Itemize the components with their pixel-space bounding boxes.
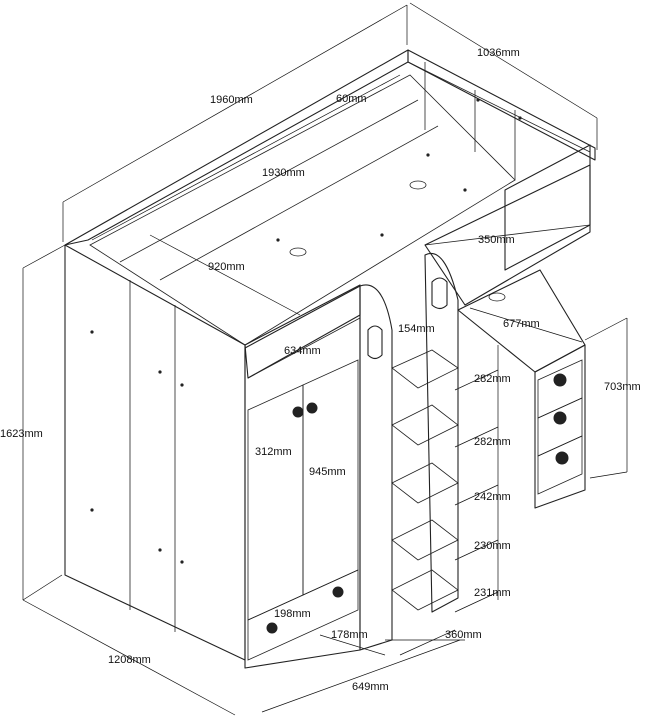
label-base-width: 649mm [352, 681, 389, 693]
label-plinth: 178mm [331, 629, 368, 641]
label-total-length: 1960mm [210, 94, 253, 106]
label-height-total: 1623mm [0, 428, 43, 440]
label-ladder-depth: 360mm [445, 629, 482, 641]
label-door-width: 312mm [255, 446, 292, 458]
dimension-labels: 1960mm 1036mm 60mm 1930mm 920mm 350mm 15… [0, 47, 641, 693]
label-step-5: 231mm [474, 587, 511, 599]
label-step-4: 230mm [474, 540, 511, 552]
bed-frame [64, 49, 596, 669]
label-desk-length: 677mm [503, 318, 540, 330]
label-step-2: 282mm [474, 436, 511, 448]
dimension-lines [22, 2, 628, 716]
label-wardrobe-width: 634mm [284, 345, 321, 357]
label-mattress-length: 1930mm [262, 167, 305, 179]
fixings [90, 98, 569, 634]
label-ladder-width: 154mm [398, 323, 435, 335]
label-step-3: 242mm [474, 491, 511, 503]
label-depth: 1036mm [477, 47, 520, 59]
label-base-depth: 1208mm [108, 654, 151, 666]
label-desk-height: 703mm [604, 381, 641, 393]
label-mattress-width: 920mm [208, 261, 245, 273]
label-door-height: 945mm [309, 466, 346, 478]
label-step-1: 282mm [474, 373, 511, 385]
label-drawer-height: 198mm [274, 608, 311, 620]
ladder-rungs [391, 349, 459, 611]
label-guard-rail: 60mm [336, 93, 367, 105]
label-shelf-width: 350mm [478, 234, 515, 246]
